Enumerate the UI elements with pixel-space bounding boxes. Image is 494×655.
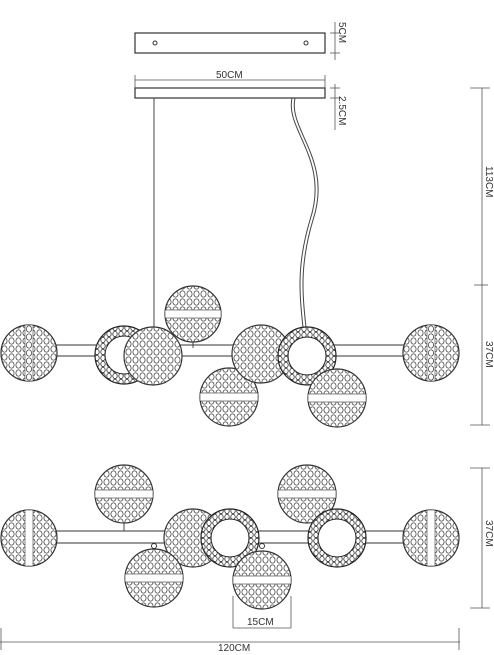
crystal-globe-icon	[0, 509, 58, 567]
ring-globe-icon	[200, 508, 260, 568]
front-view: 2.5CM 113CM 37CM	[0, 84, 494, 428]
ring-globe-icon	[307, 508, 367, 568]
dim-fixture-depth-top: 37CM	[483, 520, 494, 547]
dim-fixture-depth-front: 37CM	[483, 341, 494, 368]
crystal-globe-icon	[402, 324, 460, 382]
crystal-globe-icon	[199, 367, 259, 427]
crystal-globe-icon	[277, 464, 337, 524]
crystal-globe-icon	[402, 509, 460, 567]
crystal-globe-icon	[231, 324, 291, 384]
crystal-globe-icon	[307, 368, 367, 428]
dim-total-length: 120CM	[218, 643, 250, 654]
dim-canopy-width: 50CM	[216, 70, 243, 81]
canopy-width-dimension: 50CM	[134, 70, 326, 88]
crystal-globe-icon	[232, 550, 292, 610]
dim-total-height: 113CM	[483, 166, 494, 198]
canopy-side	[134, 87, 326, 99]
top-view: 37CM	[0, 464, 494, 654]
ring-globe-icon	[277, 326, 337, 386]
crystal-globe-icon	[94, 464, 154, 524]
dim-canopy-height: 5CM	[336, 22, 347, 43]
crystal-globe-icon	[124, 548, 184, 608]
dim-canopy-thickness: 2.5CM	[336, 96, 347, 125]
power-cable	[290, 97, 316, 346]
dim-globe-diameter: 15CM	[247, 617, 274, 628]
crystal-globe-icon	[164, 285, 222, 343]
screw-hole-icon	[152, 40, 158, 46]
canopy-top-view: 5CM	[134, 22, 347, 60]
power-cable-2	[293, 97, 319, 346]
crystal-globe-icon	[0, 324, 58, 382]
screw-hole-icon	[303, 40, 309, 46]
canopy-plate	[134, 32, 326, 54]
crystal-globe-icon	[123, 326, 183, 386]
